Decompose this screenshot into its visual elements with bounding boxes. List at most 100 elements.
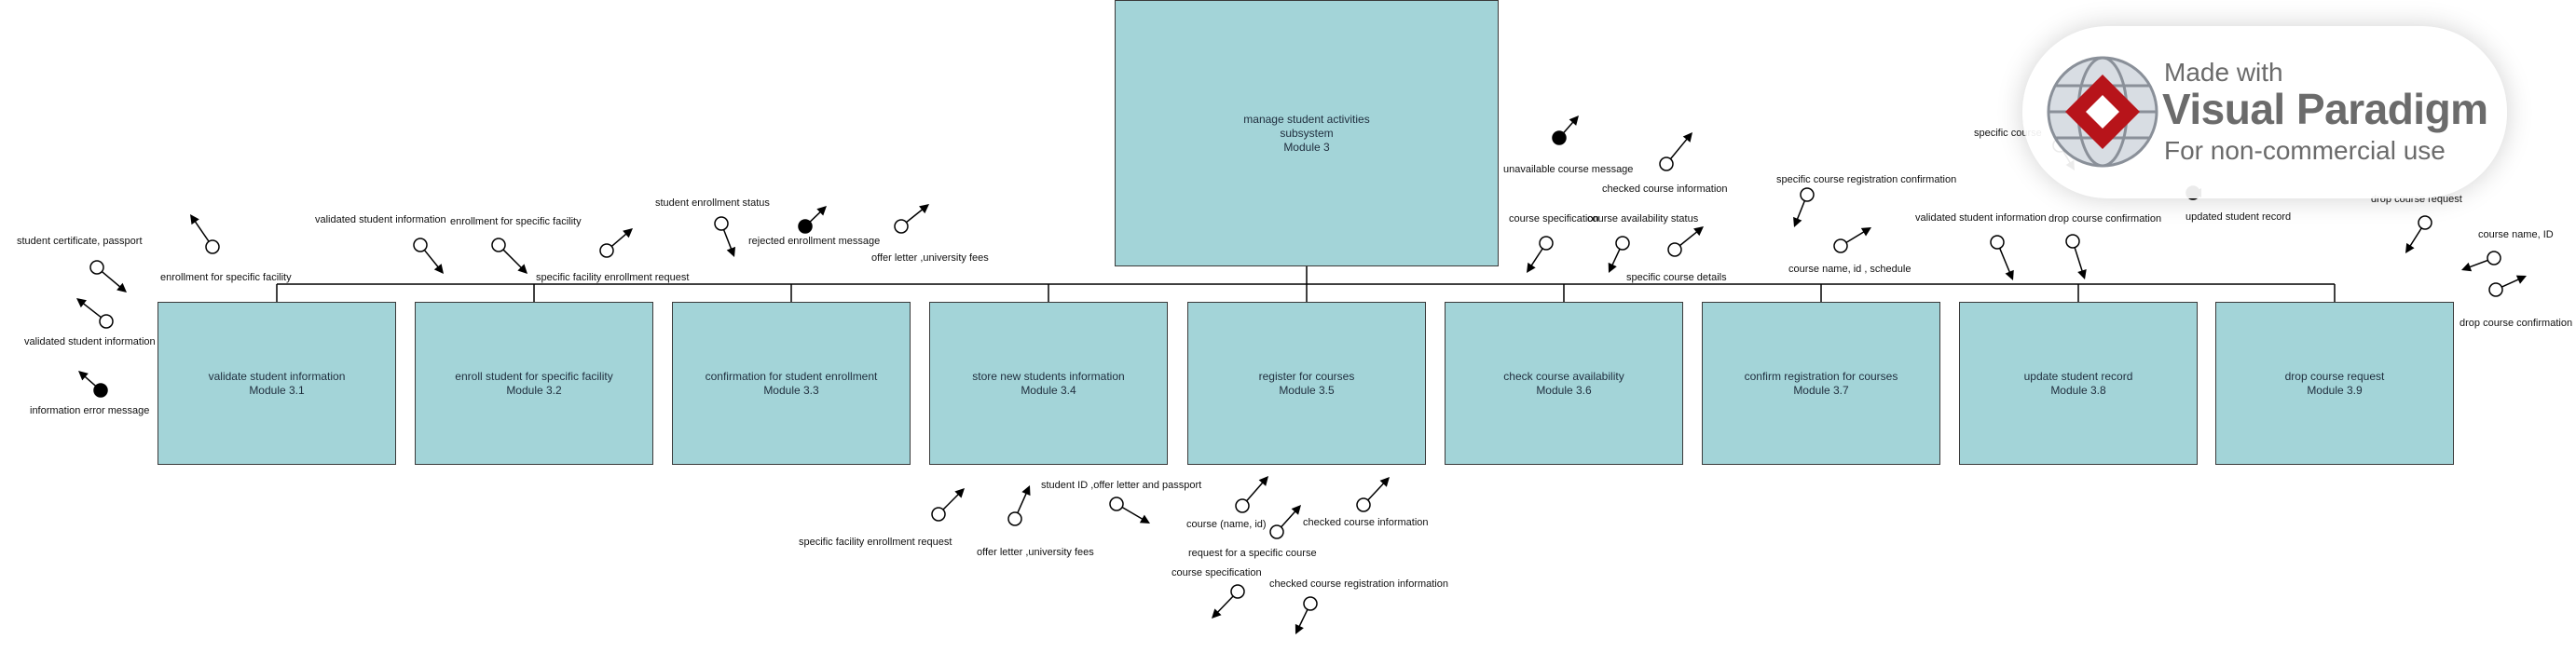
control-couple-arrow <box>78 371 108 398</box>
data-couple-arrow <box>190 214 220 254</box>
data-couple-arrow <box>1295 596 1318 634</box>
data-couple-arrow <box>413 238 444 274</box>
module-box-3-1[interactable]: validate student information Module 3.1 <box>158 302 396 465</box>
module-box-3-4[interactable]: store new students information Module 3.… <box>929 302 1168 465</box>
module-title: update student record <box>2023 369 2133 383</box>
module-box-3-2[interactable]: enroll student for specific facility Mod… <box>415 302 653 465</box>
couple-label: updated student record <box>2185 211 2292 223</box>
couple-label: drop course confirmation <box>2460 318 2573 329</box>
couple-label: validated student information <box>315 214 446 225</box>
module-box-3-8[interactable]: update student record Module 3.8 <box>1959 302 2198 465</box>
couple-label: student enrollment status <box>655 197 770 209</box>
data-couple-arrow <box>491 238 528 274</box>
module-title: validate student information <box>208 369 346 383</box>
module-box-3-5[interactable]: register for courses Module 3.5 <box>1187 302 1426 465</box>
data-couple-arrow <box>1527 236 1554 273</box>
module-title: confirm registration for courses <box>1744 369 1898 383</box>
module-box-3-6[interactable]: check course availability Module 3.6 <box>1445 302 1683 465</box>
data-couple-arrow <box>1109 497 1150 524</box>
couple-label: specific course details <box>1626 272 1727 283</box>
data-couple-arrow <box>1793 187 1815 227</box>
watermark-made-with: Made with <box>2164 58 2283 87</box>
couple-label: course name, ID <box>2478 229 2554 240</box>
couple-label: course specification <box>1509 213 1599 224</box>
data-couple-arrow <box>2488 275 2527 297</box>
module-number: Module 3.4 <box>1021 383 1076 397</box>
data-couple-arrow <box>2461 251 2501 272</box>
module-box-3-7[interactable]: confirm registration for courses Module … <box>1702 302 1940 465</box>
couple-label: checked course information <box>1602 184 1728 195</box>
couple-label: student ID ,offer letter and passport <box>1041 480 1202 491</box>
module-number: Module 3.8 <box>2050 383 2106 397</box>
couple-label: offer letter ,university fees <box>977 547 1094 558</box>
module-title: drop course request <box>2284 369 2385 383</box>
data-couple-arrow <box>1007 485 1031 526</box>
data-couple-arrow <box>714 216 736 257</box>
watermark-usage: For non-commercial use <box>2164 136 2446 165</box>
data-couple-arrow <box>76 298 114 329</box>
control-couple-arrow <box>1552 116 1579 145</box>
couple-label: student certificate, passport <box>17 236 143 247</box>
module-title: confirmation for student enrollment <box>705 369 878 383</box>
root-title: manage student activities <box>1243 112 1370 126</box>
module-number: Module 3.5 <box>1279 383 1335 397</box>
couple-label: information error message <box>30 405 150 416</box>
data-couple-arrow <box>1608 236 1630 273</box>
couple-label: validated student information <box>24 336 156 347</box>
module-number: Module 3.2 <box>506 383 562 397</box>
data-couple-arrow <box>1667 226 1704 257</box>
module-box-3-9[interactable]: drop course request Module 3.9 <box>2215 302 2454 465</box>
module-box-3-3[interactable]: confirmation for student enrollment Modu… <box>672 302 911 465</box>
data-couple-arrow <box>89 260 127 292</box>
data-couple-arrow <box>1990 235 2014 280</box>
module-number: Module 3.1 <box>249 383 305 397</box>
data-couple-arrow <box>894 204 929 234</box>
couple-label: rejected enrollment message <box>748 236 881 247</box>
data-couple-arrow <box>1269 505 1301 539</box>
root-subtitle: subsystem <box>1280 126 1334 140</box>
data-couple-arrow <box>931 488 965 522</box>
data-couples <box>76 116 2527 634</box>
control-couple-arrow <box>798 206 827 234</box>
couple-label: course name, id , schedule <box>1788 264 1911 275</box>
module-title: enroll student for specific facility <box>455 369 613 383</box>
couple-label: course availability status <box>1587 213 1699 224</box>
data-couple-arrow <box>1212 584 1245 619</box>
couple-label: validated student information <box>1915 212 2047 224</box>
couple-label: request for a specific course <box>1188 548 1317 559</box>
data-couple-arrow <box>1235 476 1268 513</box>
couple-label: specific facility enrollment request <box>799 537 952 548</box>
watermark-brand: Visual Paradigm <box>2162 85 2488 133</box>
module-number: Module 3.7 <box>1793 383 1849 397</box>
data-couple-arrow <box>2065 234 2087 279</box>
module-number: Module 3.6 <box>1536 383 1592 397</box>
couple-label: enrollment for specific facility <box>450 216 582 227</box>
couple-label: checked course registration information <box>1269 578 1448 590</box>
module-title: check course availability <box>1503 369 1624 383</box>
module-title: store new students information <box>972 369 1125 383</box>
module-number: Module 3.9 <box>2307 383 2363 397</box>
data-couple-arrow <box>1659 132 1692 171</box>
couple-label: offer letter ,university fees <box>871 252 989 264</box>
couple-label: checked course information <box>1303 517 1429 528</box>
visual-paradigm-logo-icon <box>2047 56 2158 168</box>
root-module-number: Module 3 <box>1283 140 1330 154</box>
data-couple-arrow <box>1356 477 1390 512</box>
data-couple-arrow <box>2405 215 2432 253</box>
couple-label: course specification <box>1172 567 1262 578</box>
couple-label: course (name, id) <box>1186 519 1267 530</box>
couple-label: unavailable course message <box>1503 164 1634 175</box>
tree-connectors <box>276 266 2336 302</box>
module-title: register for courses <box>1258 369 1355 383</box>
root-module-box[interactable]: manage student activities subsystem Modu… <box>1115 0 1499 266</box>
data-couple-arrow <box>1833 227 1871 253</box>
module-number: Module 3.3 <box>763 383 819 397</box>
couple-label: specific facility enrollment request <box>536 272 690 283</box>
visual-paradigm-watermark: Made with Visual Paradigm For non-commer… <box>2022 26 2507 198</box>
couple-label: enrollment for specific facility <box>160 272 292 283</box>
couple-label: specific course registration confirmatio… <box>1776 174 1957 185</box>
data-couple-arrow <box>599 228 633 258</box>
couple-label: drop course confirmation <box>2048 213 2162 224</box>
